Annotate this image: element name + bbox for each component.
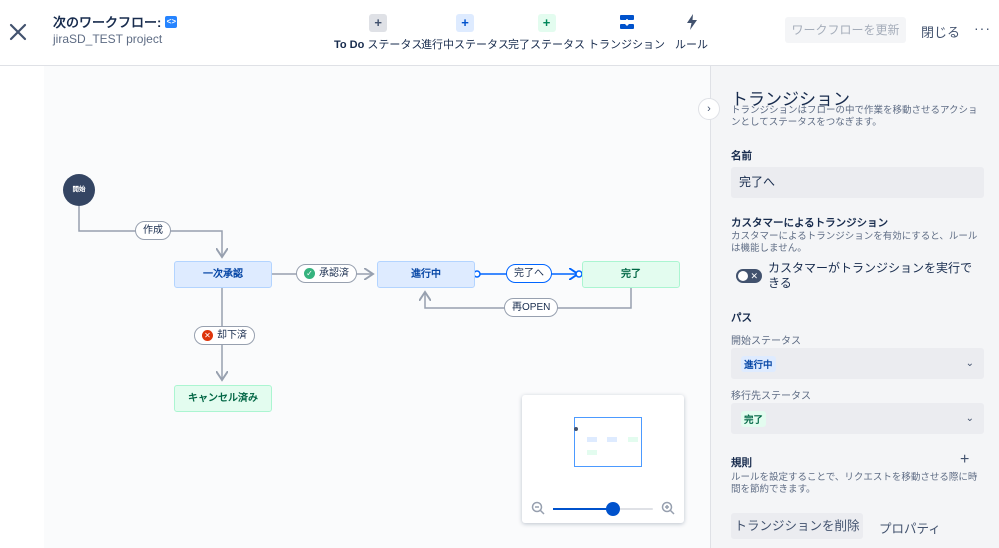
minimap-start-marker (574, 427, 578, 431)
tool-label: ルール (675, 39, 708, 51)
zoom-slider[interactable] (553, 502, 653, 516)
tool-label: 進行中ステータス (421, 39, 509, 51)
minimap-node (628, 437, 638, 442)
minimap[interactable] (522, 395, 684, 523)
to-status-select[interactable]: 完了 ⌄ (731, 403, 984, 434)
panel-title: トランジション (731, 90, 850, 109)
transition-label: 承認済 (319, 267, 349, 279)
to-status-value: 完了 (741, 410, 767, 427)
path-label: パス (731, 312, 752, 324)
workflow-badge-icon[interactable]: <> (165, 15, 178, 28)
customer-transition-description: カスタマーによるトランジションを有効にすると、ルールは機能しません。 (731, 231, 978, 254)
zoom-in-icon[interactable] (661, 501, 675, 515)
chevron-down-icon: ⌄ (965, 358, 974, 369)
lightning-icon (683, 14, 701, 32)
start-node[interactable]: 開始 (63, 174, 95, 206)
title-text: 次のワークフロー: (53, 15, 162, 30)
transition-rejected[interactable]: ✕ 却下済 (194, 326, 255, 345)
minimap-node (587, 450, 597, 455)
minimap-viewport[interactable] (574, 417, 642, 467)
rules-label: 規則 (731, 457, 752, 469)
transition-label: 作成 (143, 224, 163, 236)
project-name: jiraSD_TEST project (53, 32, 163, 46)
transition-approved[interactable]: ✓ 承認済 (296, 264, 357, 283)
add-todo-status-button[interactable]: + To Do ステータス (334, 14, 422, 52)
transition-label: 却下済 (217, 329, 247, 341)
tool-label-prefix: To Do (334, 39, 365, 51)
add-rule-button[interactable]: ルール (675, 14, 708, 52)
properties-button[interactable]: プロパティ (879, 522, 941, 536)
minimap-node (587, 437, 597, 442)
add-done-status-button[interactable]: + 完了ステータス (508, 14, 585, 52)
zoom-slider-fill (553, 508, 613, 510)
transition-reopen[interactable]: 再OPEN (504, 298, 559, 317)
status-node-done[interactable]: 完了 (582, 261, 680, 288)
transition-icon (618, 14, 636, 32)
error-circle-icon: ✕ (202, 330, 213, 341)
transition-create[interactable]: 作成 (135, 221, 171, 240)
add-inprogress-status-button[interactable]: + 進行中ステータス (421, 14, 509, 52)
more-options-button[interactable]: ··· (974, 20, 991, 36)
minimap-node (607, 437, 617, 442)
close-icon[interactable] (6, 20, 30, 44)
tool-label: 完了ステータス (508, 39, 585, 51)
transition-name-input[interactable]: 完了へ (731, 167, 984, 198)
from-status-select[interactable]: 進行中 ⌄ (731, 348, 984, 379)
from-status-label: 開始ステータス (731, 336, 801, 347)
status-node-approve1[interactable]: 一次承認 (174, 261, 272, 288)
delete-transition-button[interactable]: トランジションを削除 (731, 513, 863, 539)
close-button[interactable]: 閉じる (921, 25, 961, 40)
transition-to-done[interactable]: 完了へ (506, 264, 552, 283)
chevron-down-icon: ⌄ (965, 413, 974, 424)
update-workflow-button[interactable]: ワークフローを更新 (785, 17, 906, 43)
page-title: 次のワークフロー: <> (53, 12, 178, 31)
add-transition-button[interactable]: トランジション (588, 14, 665, 52)
to-status-label: 移行先ステータス (731, 391, 811, 402)
plus-icon: + (369, 14, 388, 32)
zoom-slider-thumb[interactable] (606, 502, 620, 516)
transition-label: 再OPEN (512, 301, 551, 313)
add-rule-plus-icon[interactable]: + (960, 451, 970, 468)
check-circle-icon: ✓ (304, 268, 315, 279)
zoom-out-icon[interactable] (531, 501, 545, 515)
customer-transition-toggle[interactable]: ✕ (736, 269, 762, 283)
from-status-value: 進行中 (741, 355, 776, 372)
plus-icon: + (456, 14, 474, 32)
status-node-cancelled[interactable]: キャンセル済み (174, 385, 272, 412)
name-label: 名前 (731, 150, 752, 162)
plus-icon: + (537, 14, 556, 32)
customer-transition-label: カスタマーによるトランジション (731, 217, 889, 229)
rules-description: ルールを設定することで、リクエストを移動させる際に時間を節約できます。 (731, 472, 978, 495)
transition-label: 完了へ (514, 267, 544, 279)
chevron-right-icon[interactable]: › (698, 98, 720, 120)
toggle-off-icon: ✕ (750, 271, 758, 281)
tool-label: トランジション (588, 39, 665, 51)
tool-label: ステータス (364, 39, 423, 51)
status-node-inprogress[interactable]: 進行中 (377, 261, 475, 288)
panel-description: トランジションはフローの中で作業を移動させるアクションとしてステータスをつなぎま… (731, 105, 978, 128)
transition-panel (710, 66, 999, 548)
customer-toggle-label: カスタマーがトランジションを実行できる (768, 261, 973, 290)
